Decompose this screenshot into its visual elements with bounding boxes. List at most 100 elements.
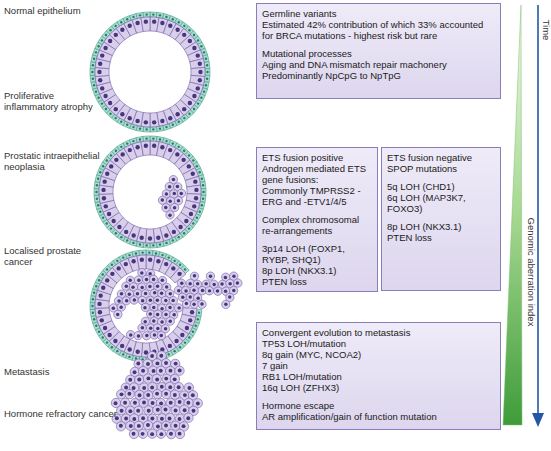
tumour-nucleus [200,302,203,305]
basal-nucleus [184,341,186,343]
luminal-nucleus [110,272,114,276]
tumour-cell [126,421,135,430]
luminal-nucleus [120,344,124,348]
tumour-nucleus [220,282,223,285]
luminal-nucleus [152,120,156,124]
tumour-nucleus [132,386,136,390]
box-text: Commonly TMPRSS2 -ERG and -ETV1/4/5 [262,185,372,207]
luminal-nucleus [175,28,179,32]
luminal-nucleus [194,196,198,200]
tumour-nucleus [160,417,164,421]
tumour-nucleus [232,275,235,278]
basal-cell [143,12,150,17]
gland-illustration [90,12,210,132]
basal-nucleus [126,18,128,20]
tumour-nucleus [137,278,140,281]
basal-nucleus [105,108,107,110]
basal-nucleus [95,90,97,92]
basal-nucleus [110,154,112,156]
basal-nucleus [197,318,199,320]
basal-nucleus [188,227,190,229]
box-text: 8q gain (MYC, NCOA2) [262,349,495,360]
tumour-nucleus [168,416,172,420]
tumour-cell [214,287,222,295]
basal-nucleus [91,71,93,73]
luminal-nucleus [193,179,197,183]
tumour-nucleus [169,432,173,436]
basal-nucleus [97,97,99,99]
tumour-cell [198,300,206,308]
tumour-nucleus [178,369,182,373]
luminal-nucleus [198,70,202,74]
tumour-cell [134,331,142,339]
basal-nucleus [97,204,99,206]
tumour-nucleus [193,274,196,277]
tumour-nucleus [196,296,199,299]
basal-nucleus [159,127,161,129]
basal-nucleus [183,150,185,152]
luminal-nucleus [128,24,132,28]
tumour-nucleus [124,385,128,389]
basal-nucleus [202,191,204,193]
tumour-nucleus [143,320,146,323]
luminal-cell [95,308,110,318]
basal-nucleus [95,51,97,53]
tumour-nucleus [117,299,120,302]
luminal-nucleus [175,112,179,116]
tumour-nucleus [177,199,180,202]
tumour-nucleus [152,369,156,373]
tumour-cell [177,189,185,197]
stage-label: Proliferative inflammatory atrophy [4,90,104,112]
basal-nucleus [195,324,197,326]
box-text: 5q LOH (CHD1) [387,181,495,192]
basal-nucleus [200,97,202,99]
basal-nucleus [132,242,134,244]
basal-nucleus [199,210,201,212]
basal-nucleus [139,127,141,129]
tumour-nucleus [192,303,195,306]
tumour-nucleus [178,400,182,404]
stage-label: Hormone refractory cancer [4,408,144,419]
luminal-nucleus [114,107,118,111]
basal-nucleus [114,117,116,119]
basal-nucleus [205,84,207,86]
luminal-nucleus [102,179,106,183]
basal-nucleus [159,14,161,16]
tumour-nucleus [201,289,204,292]
tumour-cell [190,300,198,308]
basal-nucleus [206,64,208,66]
tumour-nucleus [216,289,219,292]
luminal-nucleus [198,78,202,82]
tumour-nucleus [114,401,118,405]
tumour-cell [166,211,174,219]
tumour-cell [167,429,176,438]
tumour-nucleus [164,361,168,365]
basal-nucleus [145,137,147,139]
tumour-nucleus [164,424,168,428]
luminal-nucleus [98,61,102,65]
tumour-nucleus [196,401,200,405]
box-text: SPOP mutations [387,163,495,174]
basal-nucleus [98,331,100,333]
luminal-cell [187,185,201,194]
tumour-nucleus [156,327,159,330]
luminal-nucleus [114,33,118,37]
tumour-nucleus [196,282,199,285]
tumour-nucleus [165,192,168,195]
luminal-nucleus [196,86,200,90]
tumour-cell [143,421,152,430]
luminal-nucleus [160,21,164,25]
luminal-nucleus [196,53,200,57]
basal-nucleus [152,128,154,130]
basal-nucleus [198,312,200,314]
basal-nucleus [188,113,190,115]
tumour-nucleus [150,354,154,358]
luminal-nucleus [135,145,139,149]
tumour-nucleus [140,271,143,274]
luminal-nucleus [182,33,186,37]
tumour-nucleus [147,409,151,413]
luminal-nucleus [131,233,135,237]
tumour-nucleus [176,185,179,188]
basal-nucleus [172,239,174,241]
